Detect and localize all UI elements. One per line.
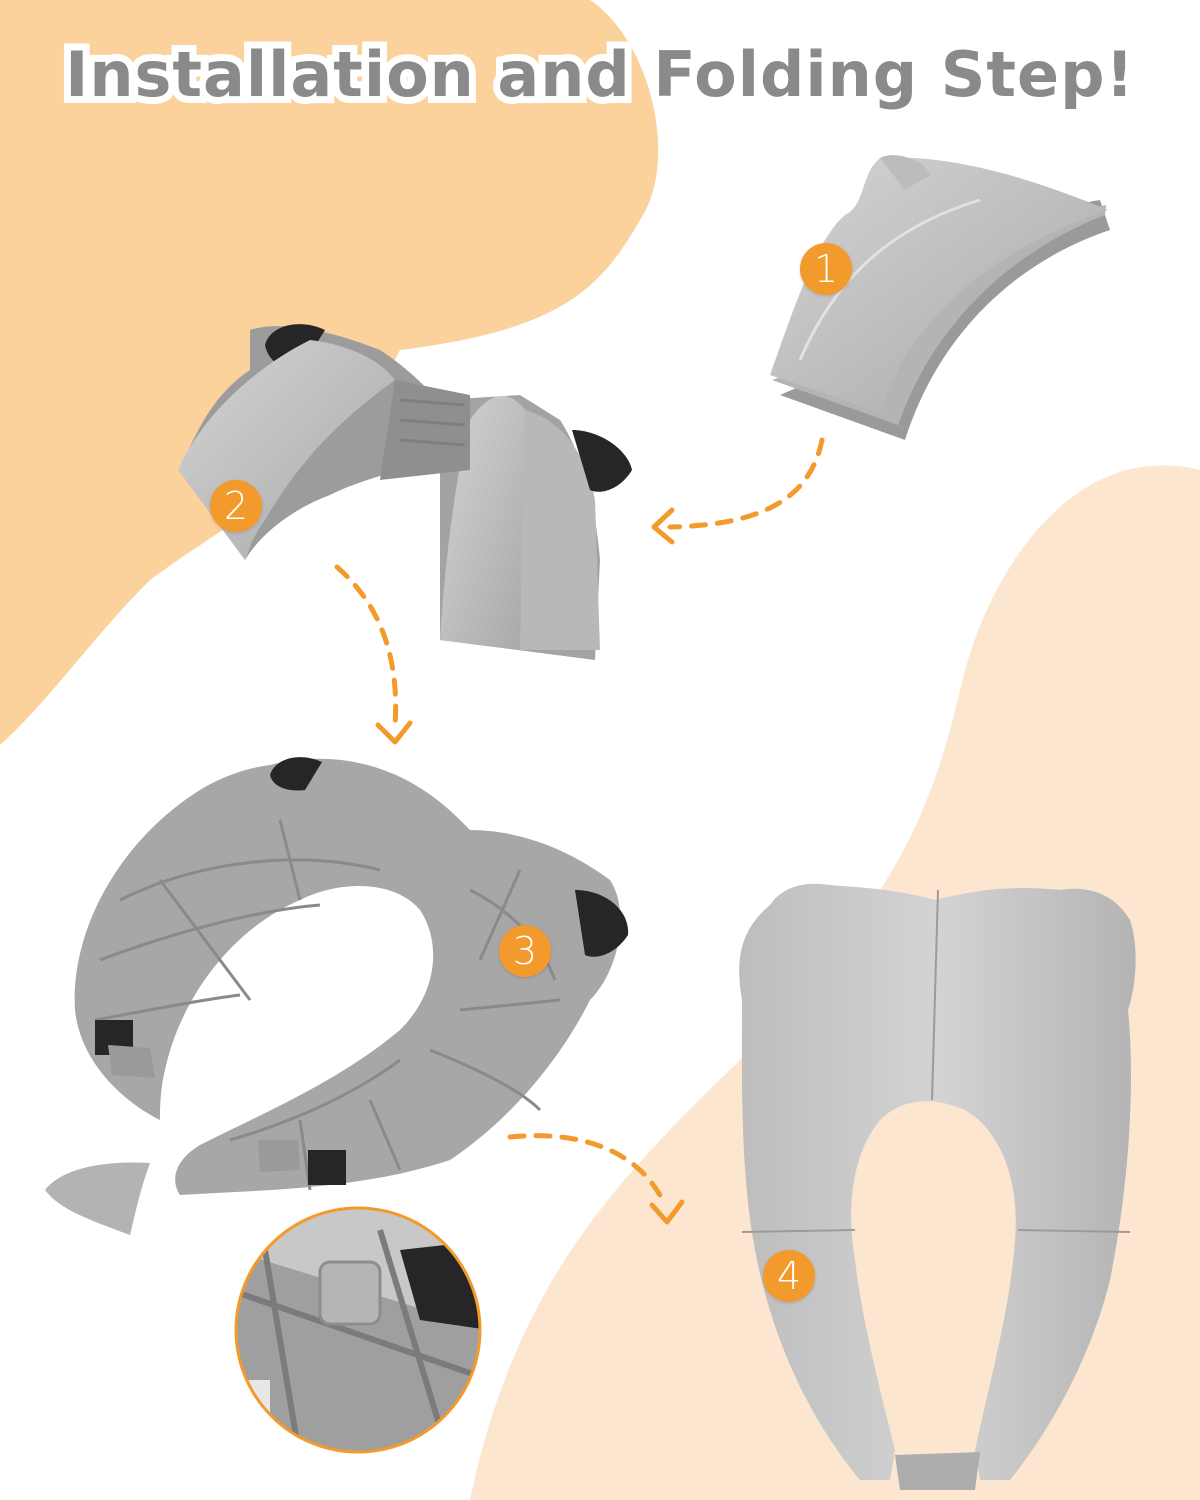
arrowhead-1-icon (651, 507, 675, 545)
arrow-1-to-2-icon (667, 437, 825, 530)
step-badge-4: 4 (763, 1250, 815, 1302)
step-number: 4 (776, 1254, 802, 1298)
step-badge-2: 2 (210, 480, 262, 532)
arrowhead-2-icon (375, 720, 413, 745)
arrowhead-3-icon (649, 1199, 685, 1225)
step-number: 2 (223, 484, 249, 528)
step-number: 1 (813, 247, 839, 291)
step-number: 3 (512, 929, 538, 973)
step-badge-3: 3 (499, 925, 551, 977)
arrow-2-to-3-icon (334, 564, 399, 728)
zoom-detail-circle (234, 1206, 482, 1454)
step-1-folded-seat (770, 155, 1110, 440)
step-4-assembled-seat (739, 883, 1136, 1490)
step-3-unfolded-seat-underside (45, 757, 629, 1235)
arrow-3-to-4-icon (507, 1133, 668, 1208)
step-badge-1: 1 (800, 243, 852, 295)
page-title: Installation and Folding Step! (58, 31, 1141, 118)
